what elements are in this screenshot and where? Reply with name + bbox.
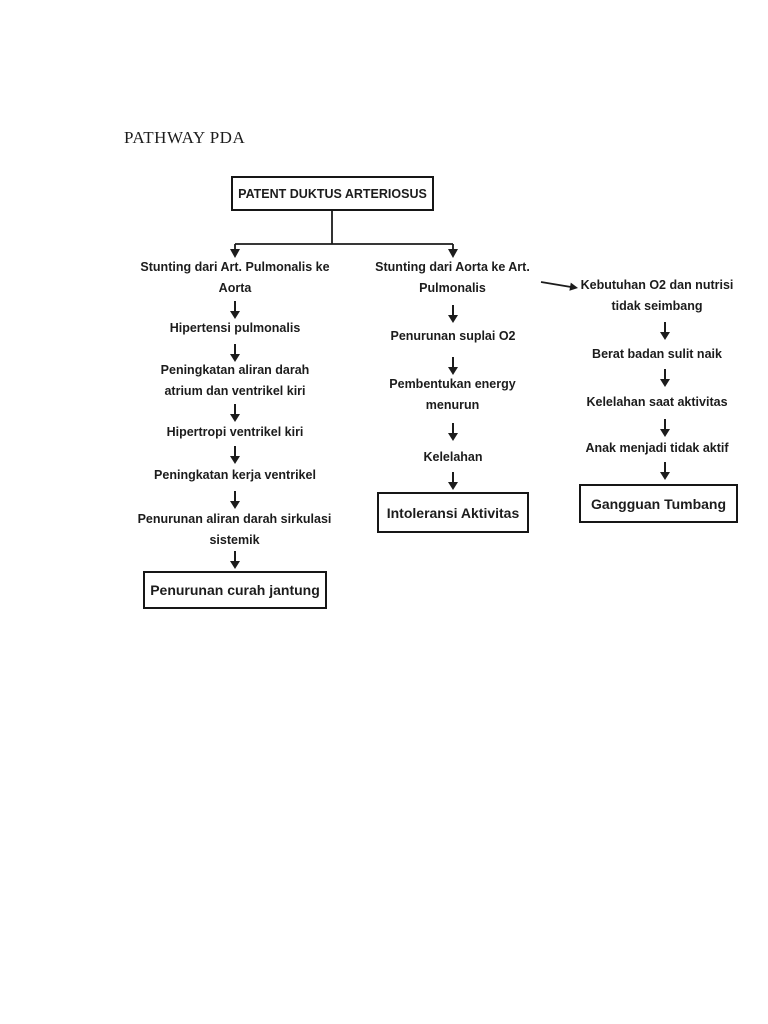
outcome-label: Penurunan curah jantung [150, 582, 320, 598]
down-arrow-icon [446, 423, 460, 441]
flow-step: Penurunan aliran darah sirkulasi sistemi… [137, 512, 332, 547]
outcome-box-intoleransi-aktivitas: Intoleransi Aktivitas [377, 492, 529, 533]
root-node-label: PATENT DUKTUS ARTERIOSUS [238, 186, 427, 201]
down-arrow-icon [658, 419, 672, 437]
down-arrow-icon [228, 551, 242, 569]
down-arrow-icon [228, 344, 242, 362]
outcome-label: Gangguan Tumbang [590, 495, 727, 512]
down-arrow-icon [446, 357, 460, 375]
down-arrow-icon [228, 301, 242, 319]
flow-step: Peningkatan kerja ventrikel [154, 468, 316, 482]
flow-step: Penurunan suplai O2 [390, 329, 516, 343]
down-arrow-icon [658, 462, 672, 480]
flow-step: Peningkatan aliran darah atrium dan vent… [160, 363, 310, 398]
down-arrow-icon [228, 491, 242, 509]
flow-step: Stunting dari Art. Pulmonalis ke Aorta [140, 260, 330, 295]
outcome-box-gangguan-tumbang: Gangguan Tumbang [579, 484, 738, 523]
down-arrow-icon [446, 472, 460, 490]
side-arrow-icon [540, 281, 578, 291]
flow-step: Kelelahan saat aktivitas [586, 395, 728, 409]
outcome-label: Intoleransi Aktivitas [386, 504, 520, 521]
flow-step: Berat badan sulit naik [592, 347, 722, 361]
flow-step: Kelelahan [423, 450, 483, 464]
outcome-box-penurunan-curah-jantung: Penurunan curah jantung [143, 571, 327, 609]
down-arrow-icon [228, 404, 242, 422]
flow-step: Stunting dari Aorta ke Art. Pulmonalis [375, 260, 530, 295]
root-node-box: PATENT DUKTUS ARTERIOSUS [231, 176, 434, 211]
flow-step: Hipertropi ventrikel kiri [166, 425, 304, 439]
flow-step: Pembentukan energy menurun [389, 377, 516, 412]
down-arrow-icon [228, 446, 242, 464]
flow-step: Anak menjadi tidak aktif [585, 441, 729, 455]
down-arrow-icon [658, 322, 672, 340]
down-arrow-icon [446, 305, 460, 323]
down-arrow-icon [658, 369, 672, 387]
flow-step: Kebutuhan O2 dan nutrisi tidak seimbang [580, 278, 734, 313]
flow-step: Hipertensi pulmonalis [169, 321, 301, 335]
page-title: PATHWAY PDA [124, 128, 246, 147]
